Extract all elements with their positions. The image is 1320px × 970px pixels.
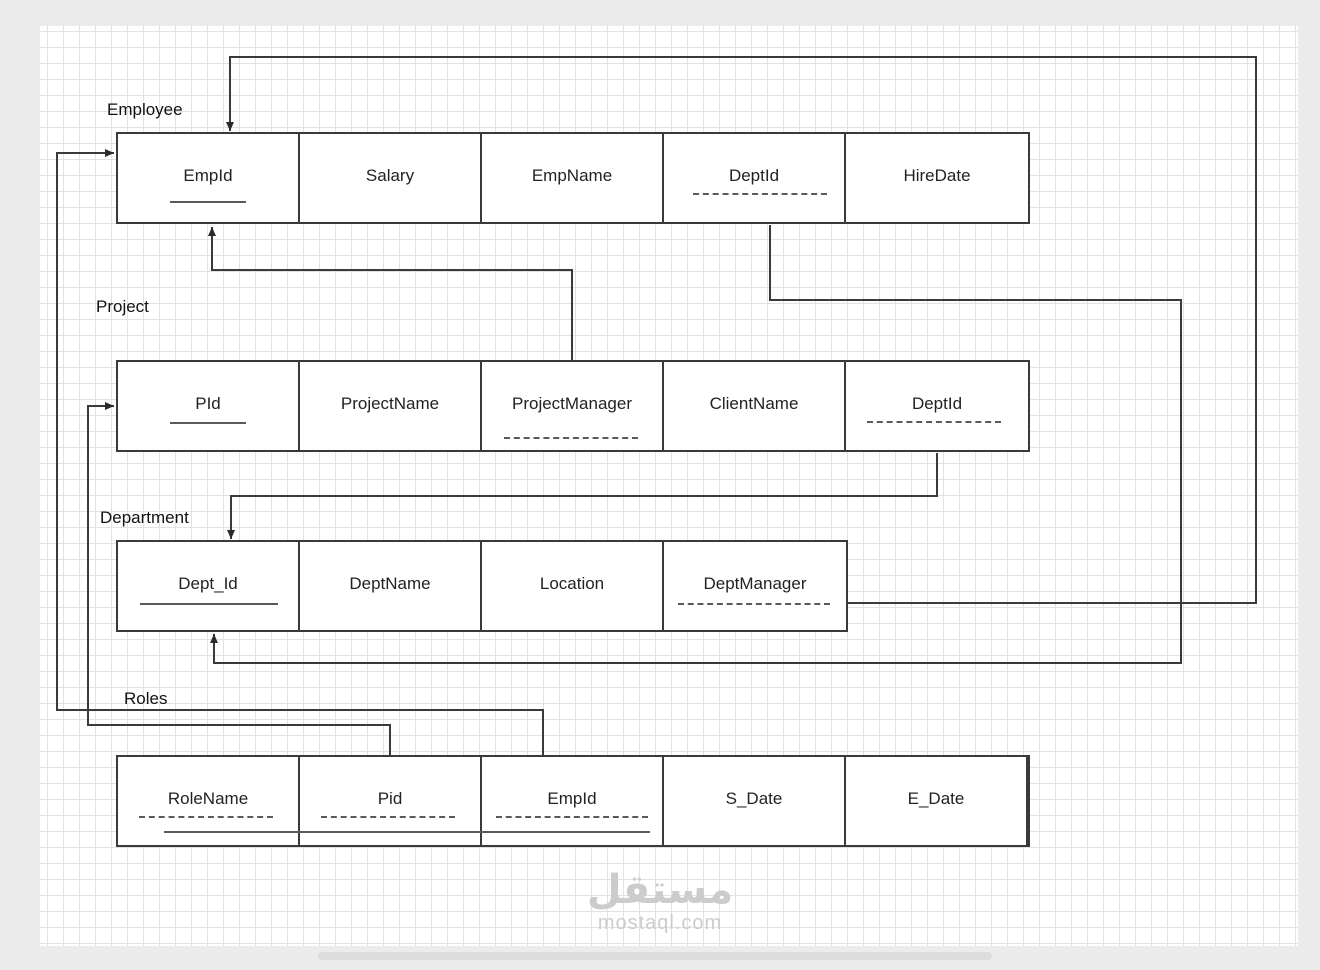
- column-label: EmpId: [547, 789, 597, 808]
- primary-key-underline: [170, 422, 246, 424]
- foreign-key-underline: [496, 816, 648, 818]
- column-label: HireDate: [903, 166, 971, 185]
- column-location: Location: [482, 542, 664, 630]
- column-label: S_Date: [725, 789, 783, 808]
- column-clientname: ClientName: [664, 362, 846, 450]
- table-project: PId ProjectName ProjectManager ClientNam…: [116, 360, 1030, 452]
- column-empid: EmpId: [482, 757, 664, 845]
- column-label: Pid: [377, 789, 403, 808]
- column-label: EmpName: [531, 166, 613, 185]
- column-label: Salary: [365, 166, 415, 185]
- composite-key-underline: [164, 831, 650, 833]
- column-deptid: DeptId: [664, 134, 846, 222]
- column-deptid: DeptId: [846, 362, 1028, 450]
- column-label: RoleName: [167, 789, 249, 808]
- table-roles: RoleName Pid EmpId S_Date E_Date: [116, 755, 1030, 847]
- primary-key-underline: [140, 603, 278, 605]
- mostaql-watermark: مستقل mostaql.com: [560, 868, 760, 934]
- column-dept-id: Dept_Id: [118, 542, 300, 630]
- column-empid: EmpId: [118, 134, 300, 222]
- column-label: DeptName: [349, 574, 431, 593]
- column-pid: Pid: [300, 757, 482, 845]
- column-rolename: RoleName: [118, 757, 300, 845]
- foreign-key-underline: [693, 193, 827, 195]
- foreign-key-underline: [321, 816, 455, 818]
- column-label: ProjectManager: [511, 394, 632, 413]
- column-deptmanager: DeptManager: [664, 542, 846, 630]
- foreign-key-underline: [139, 816, 273, 818]
- foreign-key-underline: [678, 603, 830, 605]
- column-label: Location: [539, 574, 605, 593]
- table-title-project: Project: [96, 297, 149, 316]
- column-projectmanager: ProjectManager: [482, 362, 664, 450]
- foreign-key-underline: [504, 437, 638, 439]
- horizontal-scrollbar[interactable]: [318, 952, 992, 960]
- table-department: Dept_Id DeptName Location DeptManager: [116, 540, 848, 632]
- column-pid: PId: [118, 362, 300, 450]
- column-s-date: S_Date: [664, 757, 846, 845]
- watermark-arabic: مستقل: [586, 867, 734, 913]
- foreign-key-underline: [867, 421, 1001, 423]
- watermark-latin: mostaql.com: [597, 912, 723, 934]
- column-label: ClientName: [709, 394, 799, 413]
- primary-key-underline: [170, 201, 246, 203]
- column-label: PId: [195, 394, 221, 413]
- table-title-department: Department: [100, 508, 189, 527]
- column-label: DeptId: [911, 394, 963, 413]
- column-label: EmpId: [183, 166, 233, 185]
- column-hiredate: HireDate: [846, 134, 1028, 222]
- column-label: DeptManager: [703, 574, 807, 593]
- column-label: ProjectName: [340, 394, 440, 413]
- column-e-date: E_Date: [846, 757, 1028, 845]
- column-projectname: ProjectName: [300, 362, 482, 450]
- column-label: Dept_Id: [178, 574, 238, 593]
- table-employee: EmpId Salary EmpName DeptId HireDate: [116, 132, 1030, 224]
- column-empname: EmpName: [482, 134, 664, 222]
- table-title-roles: Roles: [124, 689, 168, 708]
- column-label: E_Date: [907, 789, 965, 808]
- table-title-employee: Employee: [107, 100, 183, 119]
- column-deptname: DeptName: [300, 542, 482, 630]
- column-salary: Salary: [300, 134, 482, 222]
- column-label: DeptId: [728, 166, 780, 185]
